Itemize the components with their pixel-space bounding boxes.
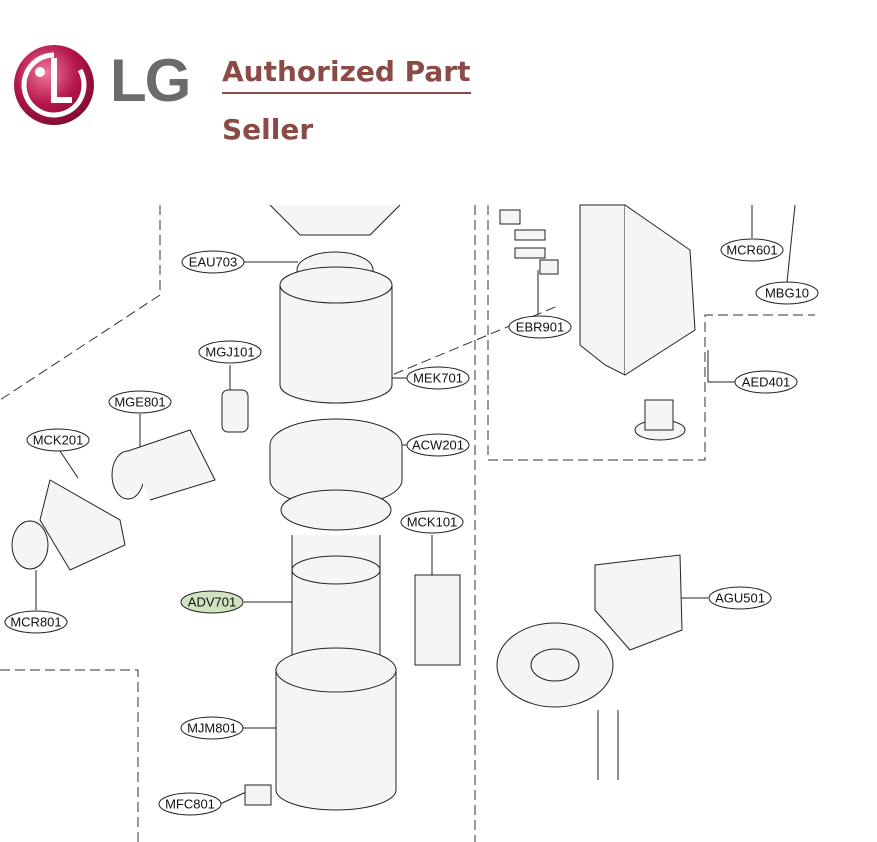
- part-label-mfc801: MFC801: [158, 792, 222, 816]
- part-label-bubble: [708, 586, 772, 610]
- part-label-text: MJM801: [187, 721, 237, 736]
- part-label-mcr601: MCR601: [720, 238, 784, 262]
- brand-header: LG Authorized Part Seller: [10, 40, 490, 160]
- lg-logo-icon: [14, 45, 94, 125]
- nozzle-assembly: [11, 389, 249, 571]
- part-label-mcr801: MCR801: [4, 610, 68, 634]
- dock-station-assembly: [496, 554, 683, 708]
- part-label-mck201: MCK201: [26, 428, 90, 452]
- part-label-text: MCK101: [407, 515, 458, 530]
- part-label-bubble: [406, 366, 470, 390]
- part-label-bubble: [755, 281, 819, 305]
- part-label-text: MEK701: [413, 371, 463, 386]
- part-label-bubble: [180, 716, 244, 740]
- part-label-bubble: [734, 370, 798, 394]
- part-label-bubble: [198, 340, 262, 364]
- part-label-mek701: MEK701: [406, 366, 470, 390]
- part-label-agu501: AGU501: [708, 586, 772, 610]
- part-label-bubble: [26, 428, 90, 452]
- main-canister-assembly: [244, 204, 403, 811]
- part-label-text: MFC801: [165, 797, 215, 812]
- part-label-mck101: MCK101: [400, 510, 464, 534]
- part-label-bubble: [4, 610, 68, 634]
- part-label-text: MCR801: [10, 615, 61, 630]
- part-label-bubble: [108, 390, 172, 414]
- part-label-eau703: EAU703: [181, 250, 245, 274]
- part-label-bubble: [400, 510, 464, 534]
- lg-wordmark: LG: [110, 47, 191, 114]
- section-dashed-lines: [0, 205, 815, 842]
- part-label-text: EBR901: [516, 320, 564, 335]
- part-label-adv701: ADV701: [180, 590, 244, 614]
- part-label-bubble: [406, 433, 470, 457]
- part-label-text: ACW201: [412, 438, 464, 453]
- handle-and-battery-assembly: [414, 204, 696, 666]
- part-label-text: AGU501: [715, 591, 765, 606]
- part-label-ebr901: EBR901: [508, 315, 572, 339]
- part-label-bubble: [158, 792, 222, 816]
- part-label-text: MCR601: [726, 243, 777, 258]
- part-label-aed401: AED401: [734, 370, 798, 394]
- tagline-authorized-part: Authorized Part: [222, 54, 471, 94]
- part-label-text: AED401: [742, 375, 790, 390]
- part-label-mge801: MGE801: [108, 390, 172, 414]
- part-label-text: ADV701: [188, 595, 236, 610]
- part-label-text: MBG10: [765, 286, 809, 301]
- part-label-mgj101: MGJ101: [198, 340, 262, 364]
- part-label-bubble: [181, 250, 245, 274]
- part-label-text: MGJ101: [205, 345, 254, 360]
- part-label-text: MCK201: [33, 433, 84, 448]
- part-label-bubble: [720, 238, 784, 262]
- part-label-bubble: [180, 590, 244, 614]
- part-label-mjm801: MJM801: [180, 716, 244, 740]
- part-label-text: EAU703: [189, 255, 237, 270]
- part-label-mbg10: MBG10: [755, 281, 819, 305]
- tagline-seller: Seller: [222, 113, 314, 146]
- part-label-text: MGE801: [114, 395, 165, 410]
- part-label-bubble: [508, 315, 572, 339]
- part-label-acw201: ACW201: [406, 433, 470, 457]
